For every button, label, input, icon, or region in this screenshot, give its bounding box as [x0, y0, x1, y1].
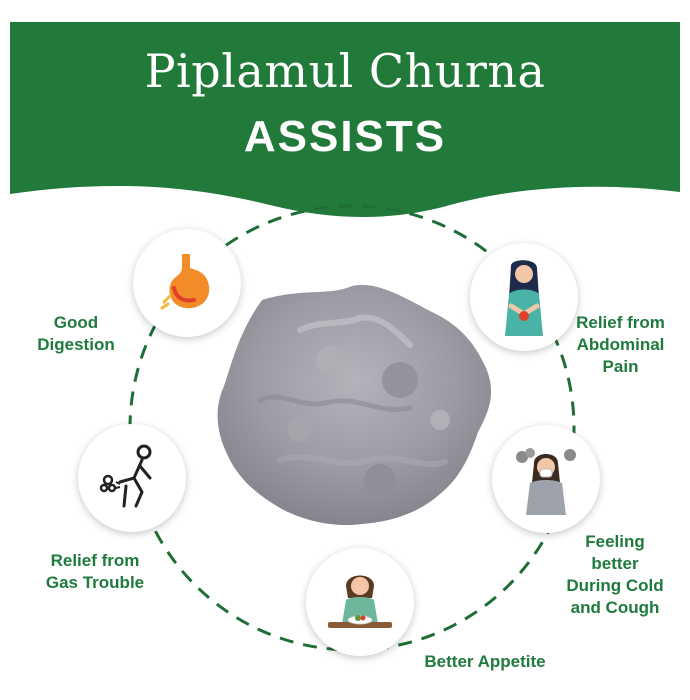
cold-cough-woman-icon	[516, 448, 576, 515]
stomach-icon	[160, 254, 210, 310]
appetite-woman-eating-icon	[328, 575, 392, 628]
gas-trouble-person-icon	[99, 444, 152, 508]
label-gas-trouble: Relief from Gas Trouble	[45, 551, 145, 592]
label-better-appetite: Better Appetite	[424, 652, 546, 671]
header-banner	[10, 22, 680, 218]
bubble-appetite	[306, 548, 414, 656]
label-good-digestion: Good Digestion	[37, 313, 115, 354]
label-abdominal-pain: Relief from Abdominal Pain	[576, 313, 665, 376]
bubble-digestion	[133, 229, 241, 337]
bubble-abdominal	[470, 243, 578, 351]
bubble-gas	[78, 424, 186, 532]
title-product-name: Piplamul Churna	[144, 44, 546, 98]
abdominal-pain-woman-icon	[505, 260, 543, 336]
bubble-cold	[492, 425, 600, 533]
label-cold-cough: Feeling better During Cold and Cough	[566, 532, 664, 617]
title-assists: ASSISTS	[243, 112, 447, 161]
